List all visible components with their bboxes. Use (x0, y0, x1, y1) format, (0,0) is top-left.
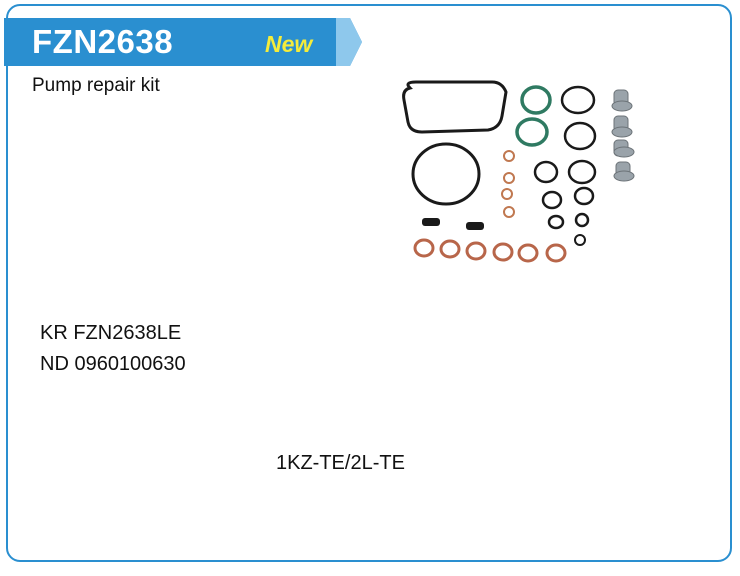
new-badge: New (265, 31, 313, 57)
product-code: FZN2638 (32, 23, 174, 60)
banner-shape (4, 18, 362, 66)
title-banner (4, 18, 362, 66)
product-photo (396, 76, 646, 266)
product-description: Pump repair kit (32, 75, 160, 96)
reference-kr: KR FZN2638LE (40, 322, 182, 344)
product-card (6, 4, 732, 562)
reference-nd: ND 0960100630 (40, 353, 186, 375)
engine-application: 1KZ-TE/2L-TE (276, 452, 405, 474)
